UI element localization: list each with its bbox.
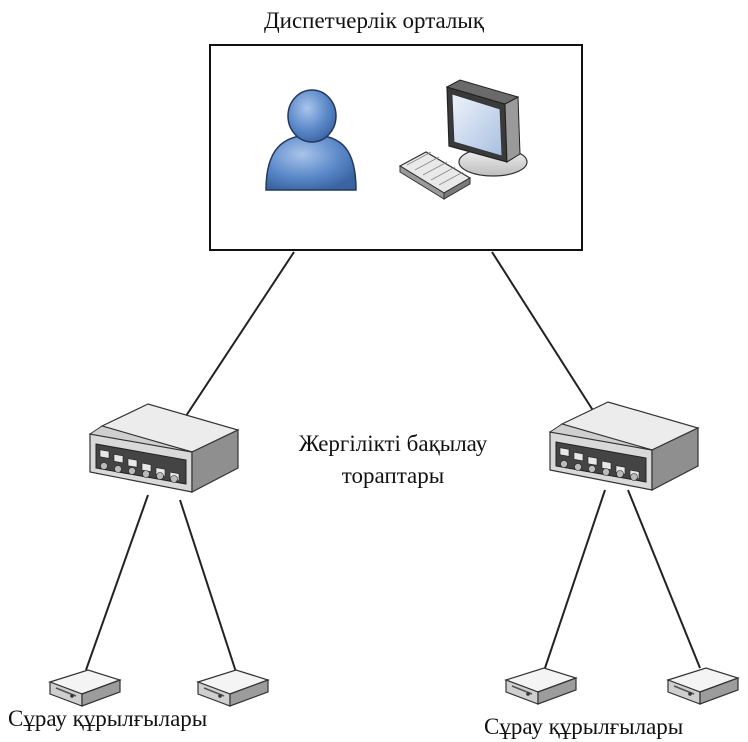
request-device-icon (49, 669, 121, 707)
local-nodes-line-1: Жергілікті бақылау (298, 431, 488, 456)
link-right-switch-device-2 (627, 489, 701, 669)
link-center-right-switch (491, 251, 595, 413)
request-device-icon (505, 667, 577, 705)
link-left-switch-device-2 (179, 499, 237, 673)
request-devices-label-right: Сұрау құрылғылары (484, 714, 684, 739)
network-switch-icon (89, 403, 239, 493)
dispatch-center-box (209, 44, 583, 251)
request-device-icon (197, 669, 269, 707)
keyboard-icon (398, 151, 472, 200)
network-switch-icon (549, 401, 699, 491)
local-nodes-line-2: тораптары (341, 463, 445, 488)
dispatch-center-title: Диспетчерлік орталық (263, 8, 485, 33)
connection-lines (85, 251, 701, 673)
request-devices-label-left: Сұрау құрылғылары (8, 706, 208, 731)
request-device-icon (667, 667, 739, 705)
local-control-nodes-label: Жергілікті бақылау тораптары (262, 428, 524, 492)
computer-icon (445, 79, 528, 177)
link-center-left-switch (179, 251, 295, 426)
link-right-switch-device-1 (544, 489, 606, 669)
user-icon (265, 89, 357, 191)
link-left-switch-device-1 (85, 494, 149, 671)
